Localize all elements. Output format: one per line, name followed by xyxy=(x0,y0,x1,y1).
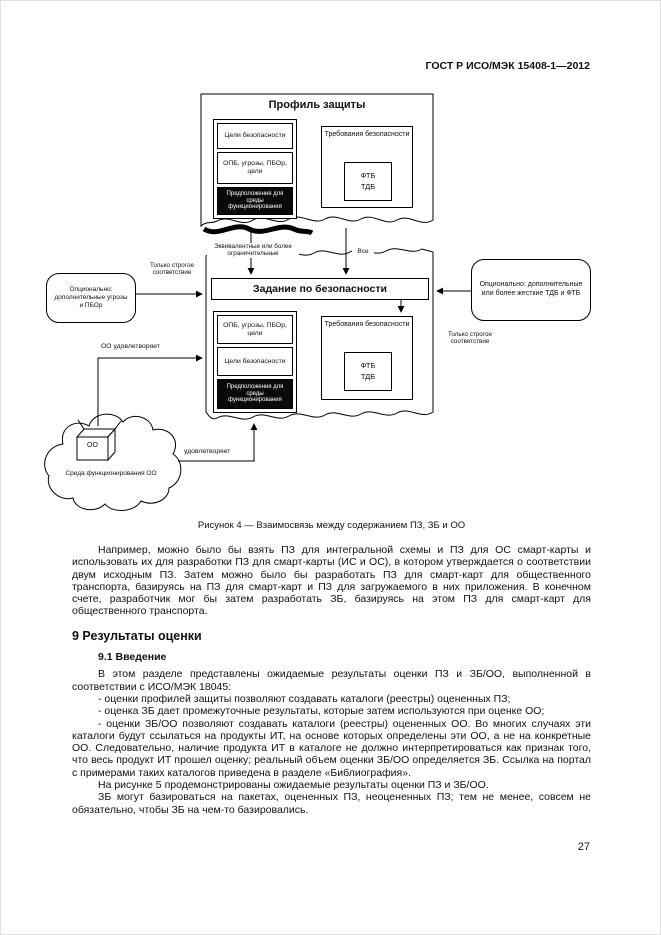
pp-spd-box: ОПБ, угрозы, ПБОр, цели xyxy=(217,152,293,184)
arrow-oo-satisfies xyxy=(97,354,203,426)
optional-threats-bubble: Опционально: дополнительные угрозы и ПБО… xyxy=(46,273,136,323)
page-number: 27 xyxy=(577,841,590,853)
list-item: - оценка ЗБ дает промежуточные результат… xyxy=(98,705,545,718)
pp-goals-box: Цели безопасности xyxy=(217,123,293,149)
oo-box-icon xyxy=(75,419,122,462)
label-all: Все xyxy=(352,248,374,256)
paragraph: ЗБ могут базироваться на пакетах, оценен… xyxy=(72,791,591,816)
torn-edge xyxy=(202,224,314,236)
list-item: - оценки профилей защиты позволяют созда… xyxy=(98,692,511,705)
pp-requirements-box: Требования безопасности ФТБ ТДБ xyxy=(321,126,413,208)
list-item: - оценки ЗБ/ОО позволяют создавать катал… xyxy=(72,717,591,779)
paragraph: На рисунке 5 продемонстрированы ожидаемы… xyxy=(98,779,489,792)
figure-caption: Рисунок 4 — Взаимосвязь между содержание… xyxy=(197,520,466,531)
label-environment: Среда функционирования ОО xyxy=(65,470,157,477)
st-title-bar: Задание по безопасности xyxy=(211,278,429,300)
doc-header: ГОСТ Р ИСО/МЭК 15408-1—2012 xyxy=(425,60,590,72)
label-oo: ОО xyxy=(87,442,98,449)
body-text: Например, можно было бы взять ПЗ для инт… xyxy=(72,541,591,816)
st-requirements-title: Требования безопасности xyxy=(324,321,410,328)
label-strict-conformance-left: Только строгое соответствие xyxy=(140,262,204,277)
paragraph: Например, можно было бы взять ПЗ для инт… xyxy=(72,544,591,618)
pp-title: Профиль защиты xyxy=(268,99,366,111)
figure-4-diagram: Профиль защиты Цели безопасности ОПБ, уг… xyxy=(1,86,660,518)
label-strict-conformance-right: Только строгое соответствие xyxy=(437,331,503,346)
st-ftb-tdb-box: ФТБ ТДБ xyxy=(344,352,392,391)
optional-sfr-bubble: Опционально: дополнительные или более же… xyxy=(471,259,591,321)
st-goals-box: Цели безопасности xyxy=(217,347,293,376)
section-9-heading: 9 Результаты оценки xyxy=(72,628,202,643)
section-9-1-heading: 9.1 Введение xyxy=(98,651,167,664)
paragraph: В этом разделе представлены ожидаемые ре… xyxy=(72,668,591,693)
pp-ftb-tdb-box: ФТБ ТДБ xyxy=(344,162,392,201)
pp-requirements-title: Требования безопасности xyxy=(324,131,410,138)
st-assumptions-box: Предположения для среды функционирования xyxy=(217,379,293,409)
pp-assumptions-box: Предположения для среды функционирования xyxy=(217,187,293,215)
label-equivalent: Эквивалентные или более ограничительные xyxy=(207,243,299,258)
label-satisfies: удовлетворяет xyxy=(184,448,246,457)
arrow-satisfies xyxy=(178,423,258,462)
st-spd-box: ОПБ, угрозы, ПБОр, цели xyxy=(217,315,293,344)
label-oo-satisfies: ОО удовлетворяет xyxy=(101,343,193,352)
st-requirements-box: Требования безопасности ФТБ ТДБ xyxy=(321,316,413,400)
